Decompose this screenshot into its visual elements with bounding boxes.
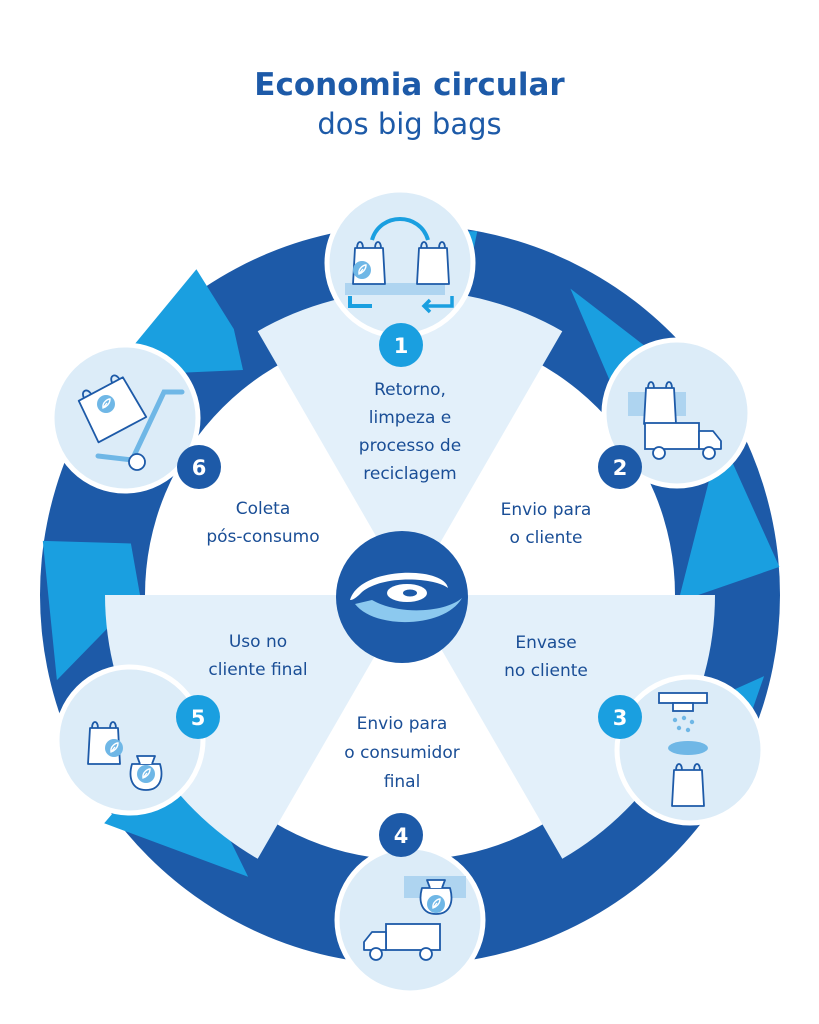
step-label-line: o consumidor [344,743,459,763]
badge-circle [598,445,642,489]
badge-step-6: 6 [177,445,221,489]
badge-circle [379,813,423,857]
ring-arrow-segment [42,540,140,681]
center-logo [336,531,468,663]
bubble-step-4 [334,844,486,996]
step-label-line: reciclagem [363,464,456,484]
step-labels: Retorno, limpeza e processo de reciclage… [206,380,591,792]
step-6-label: Coleta pós-consumo [206,499,319,547]
step-number: 4 [394,824,409,848]
step-5-label: Uso no cliente final [208,632,307,680]
step-number: 1 [394,334,409,358]
step-label-line: Retorno, [374,380,446,400]
badge-step-2: 2 [598,445,642,489]
logo-swirl-light [355,598,462,623]
bubble-step-1 [324,187,476,339]
step-label-line: pós-consumo [206,527,319,547]
step-label-line: Uso no [229,632,287,652]
step-2-label: Envio para o cliente [501,500,592,548]
step-label-line: processo de [359,436,461,456]
badges: 1 2 3 4 5 6 [176,323,642,857]
step-label-line: Envio para [501,500,592,520]
step-label-line: o cliente [510,528,583,548]
bag-recycle-icon [345,217,454,314]
badge-circle [177,445,221,489]
step-label-line: Envio para [357,714,448,734]
step-label-line: no cliente [504,661,588,681]
ring-arrow-segment [104,730,249,877]
badge-step-5: 5 [176,695,220,739]
page-title: Economia circular [254,67,565,103]
step-number: 2 [613,456,628,480]
badge-step-3: 3 [598,695,642,739]
page-subtitle: dos big bags [317,107,502,141]
title-block: Economia circular dos big bags [0,66,819,144]
step-1-label: Retorno, limpeza e processo de reciclage… [359,380,461,484]
truck-sack-icon [363,876,466,961]
badge-circle [598,695,642,739]
step-number: 6 [192,456,207,480]
badge-step-1: 1 [379,323,423,367]
ring-arrow-segment [680,435,780,599]
filling-bag-icon [658,692,708,807]
logo-core-inner [403,589,417,597]
step-number: 5 [191,706,206,730]
badge-circle [379,323,423,367]
step-label-line: Envase [515,633,576,653]
truck-bag-icon [628,381,722,460]
step-3-label: Envase no cliente [504,633,588,681]
bubble-step-5 [54,664,206,816]
wedge-step-1 [257,290,563,595]
step-4-label: Envio para o consumidor final [344,714,459,792]
step-label-line: limpeza e [369,408,451,428]
badge-step-4: 4 [379,813,423,857]
hand-truck-icon [77,374,185,471]
step-number: 3 [613,706,628,730]
step-label-line: Coleta [236,499,291,519]
step-label-line: cliente final [208,660,307,680]
step-label-line: final [384,772,421,792]
badge-circle [176,695,220,739]
logo-swirl-white [350,572,448,600]
